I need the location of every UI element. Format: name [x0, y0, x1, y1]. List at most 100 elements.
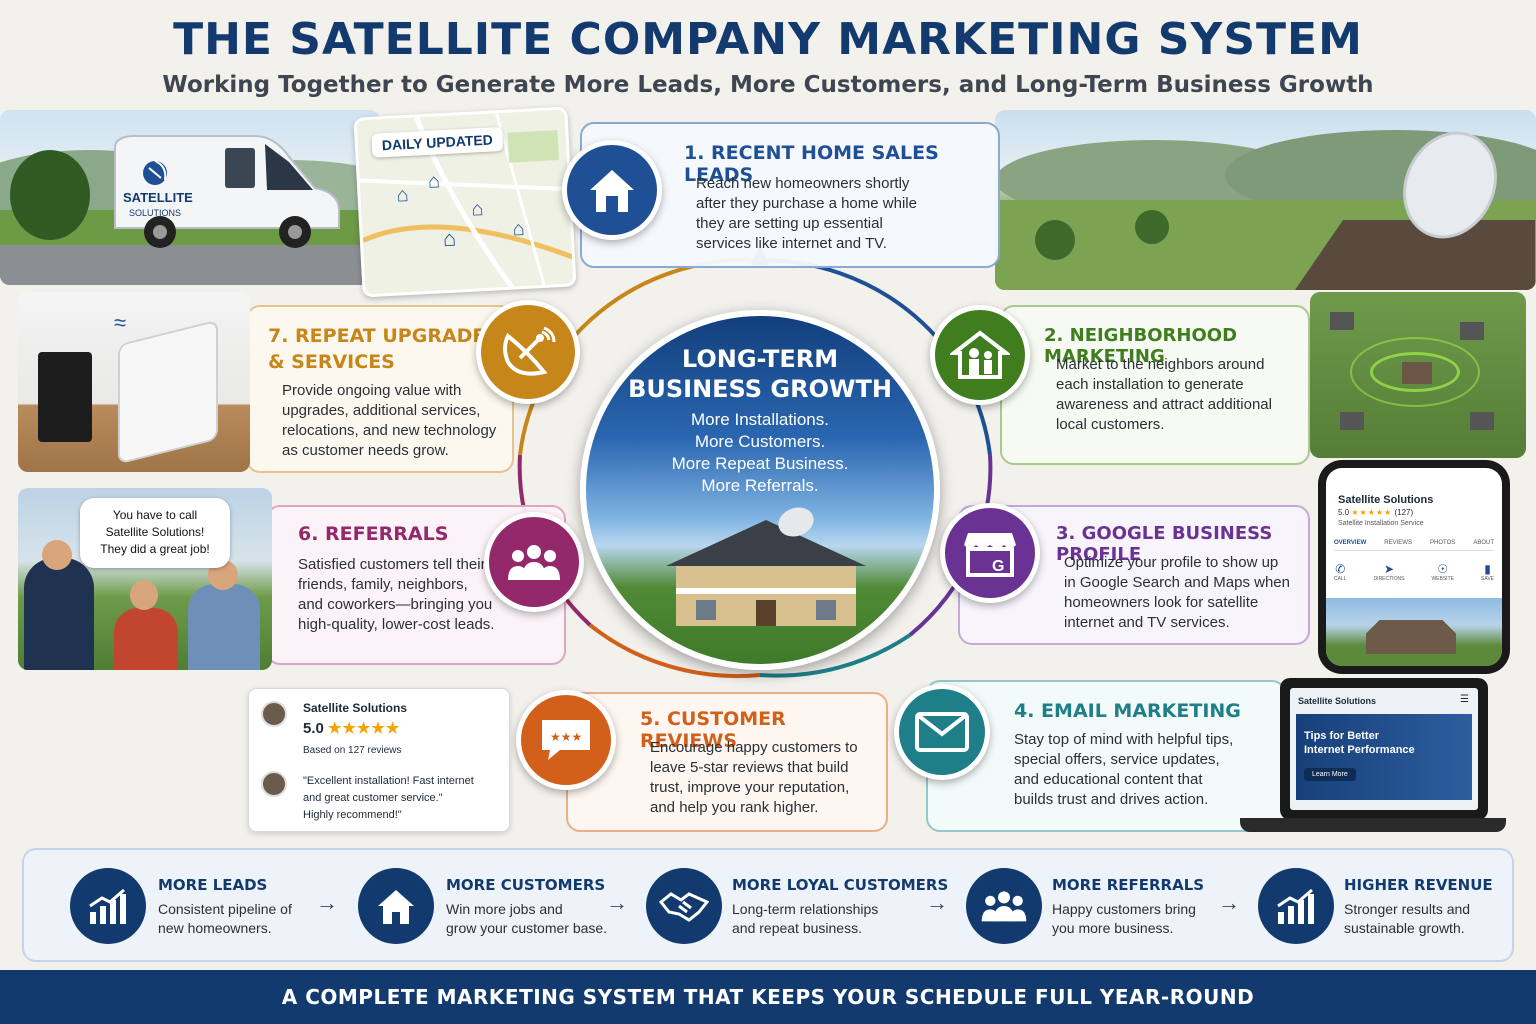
benefit-text-line: Long-term relationships — [732, 901, 879, 917]
review-quote-line: and great customer service." — [303, 792, 443, 804]
benefit-text: Happy customers bring you more business. — [1052, 900, 1196, 938]
laptop-screen: Satellite Solutions ☰ Tips for Better In… — [1290, 688, 1478, 810]
benefits-band: MORE LEADS Consistent pipeline of new ho… — [22, 848, 1514, 962]
email-hero-banner: Tips for Better Internet Performance Lea… — [1296, 714, 1472, 800]
referral-speech-bubble: You have to call Satellite Solutions! Th… — [80, 498, 230, 568]
step-body-line: Stay top of mind with helpful tips, — [1014, 731, 1234, 748]
center-title: LONG-TERM BUSINESS GROWTH — [586, 344, 934, 404]
save-button[interactable]: ▮SAVE — [1481, 562, 1494, 582]
step-circle-4 — [894, 684, 990, 780]
center-line: More Customers. — [694, 432, 826, 451]
website-button[interactable]: ☉WEBSITE — [1431, 562, 1454, 582]
page-subtitle: Working Together to Generate More Leads,… — [162, 72, 1374, 98]
arrow-right-icon: → — [1218, 890, 1240, 915]
referrals-photo: You have to call Satellite Solutions! Th… — [18, 488, 272, 670]
step-card-repeat-upgrades: 7. REPEAT UPGRADES & SERVICES Provide on… — [246, 305, 514, 473]
step-circle-7 — [476, 300, 580, 404]
benefit-text-line: new homeowners. — [158, 920, 272, 936]
tab-photos[interactable]: PHOTOS — [1430, 540, 1456, 546]
step-title: 3. GOOGLE BUSINESS PROFILE — [1056, 523, 1273, 565]
laptop-business-name: Satellite Solutions — [1298, 696, 1377, 706]
step-body-line: and educational content that — [1014, 771, 1203, 788]
equipment-photo: ≈ — [18, 292, 250, 472]
scene-right-landscape — [995, 110, 1536, 290]
speech-line: They did a great job! — [100, 542, 210, 556]
step-card-neighborhood-marketing: 2. NEIGHBORHOOD MARKETING Market to the … — [1000, 305, 1310, 465]
menu-icon[interactable]: ☰ — [1460, 694, 1469, 705]
benefit-title: MORE LEADS — [158, 876, 268, 894]
house-icon — [378, 890, 414, 924]
center-line: More Installations. — [691, 410, 829, 429]
tab-overview[interactable]: OVERVIEW — [1334, 540, 1367, 546]
learn-more-button[interactable]: Learn More — [1304, 768, 1356, 781]
review-quote: "Excellent installation! Fast internet a… — [303, 773, 474, 824]
benefit-icon-higher-revenue — [1258, 868, 1334, 944]
benefit-title: MORE LOYAL CUSTOMERS — [732, 876, 949, 894]
review-rating-row: 5.0 ★★★★★ — [303, 719, 400, 737]
step-title: 7. REPEAT UPGRADES & SERVICES — [268, 323, 499, 375]
step-title: 5. CUSTOMER REVIEWS — [640, 708, 786, 752]
step-card-recent-home-sales: 1. RECENT HOME SALES LEADS Reach new hom… — [580, 122, 1000, 268]
step-card-customer-reviews: 5. CUSTOMER REVIEWS Encourage happy cust… — [566, 692, 888, 832]
page-title: THE SATELLITE COMPANY MARKETING SYSTEM — [173, 14, 1363, 65]
save-label: SAVE — [1481, 576, 1494, 582]
benefit-text-line: sustainable growth. — [1344, 920, 1465, 936]
directions-button[interactable]: ➤DIRECTIONS — [1374, 562, 1405, 582]
center-line: More Referrals. — [701, 476, 819, 495]
growth-chart-icon — [1277, 888, 1314, 924]
benefit-text: Win more jobs and grow your customer bas… — [446, 900, 607, 938]
benefit-icon-more-referrals — [966, 868, 1042, 944]
step-body-line: as customer needs grow. — [282, 442, 449, 459]
center-title-line: BUSINESS GROWTH — [628, 375, 892, 403]
step-body-line: upgrades, additional services, — [282, 402, 481, 419]
avatar — [261, 701, 287, 727]
house-icon — [590, 170, 634, 212]
directions-icon: ➤ — [1383, 562, 1395, 576]
svg-text:G: G — [992, 558, 1004, 575]
benefit-title: HIGHER REVENUE — [1344, 876, 1493, 894]
step-body-line: Encourage happy customers to — [650, 739, 858, 756]
benefit-text-line: Happy customers bring — [1052, 901, 1196, 917]
benefit-text-line: Win more jobs and — [446, 901, 563, 917]
step-circle-2 — [930, 305, 1030, 405]
phone-house-photo — [1326, 598, 1502, 666]
website-label: WEBSITE — [1431, 576, 1454, 582]
step-body-line: Reach new homeowners shortly — [696, 175, 910, 192]
step-body-line: they are setting up essential — [696, 215, 883, 232]
tab-reviews[interactable]: REVIEWS — [1384, 540, 1412, 546]
handshake-icon — [659, 892, 709, 922]
review-bubble-icon: ★★★ — [542, 720, 590, 760]
benefit-text-line: and repeat business. — [732, 920, 862, 936]
benefit-title: MORE REFERRALS — [1052, 876, 1205, 894]
step-body-line: Satisfied customers tell their — [298, 556, 486, 573]
step-body-line: and help you rank higher. — [650, 799, 819, 816]
arrow-right-icon: → — [316, 890, 338, 915]
phone-business-name: Satellite Solutions — [1338, 494, 1434, 506]
center-title-line: LONG-TERM — [681, 345, 839, 373]
phone-action-row: ✆CALL ➤DIRECTIONS ☉WEBSITE ▮SAVE — [1334, 562, 1494, 582]
google-review-card: Satellite Solutions 5.0 ★★★★★ Based on 1… — [248, 688, 510, 832]
step-body-line: local customers. — [1056, 416, 1165, 433]
step-body-line: trust, improve your reputation, — [650, 779, 850, 796]
van-brand-line1: SATELLITE — [123, 190, 193, 205]
step-title: 2. NEIGHBORHOOD MARKETING — [1044, 325, 1238, 367]
people-icon — [508, 545, 560, 580]
call-button[interactable]: ✆CALL — [1334, 562, 1347, 582]
center-line: More Repeat Business. — [671, 454, 849, 473]
house-with-dish-illustration — [666, 507, 866, 626]
step-body-line: homeowners look for satellite — [1064, 594, 1259, 611]
benefit-text: Long-term relationships and repeat busin… — [732, 900, 878, 938]
step-title: 1. RECENT HOME SALES LEADS — [684, 142, 939, 186]
call-label: CALL — [1334, 576, 1347, 582]
center-growth-circle: LONG-TERM BUSINESS GROWTH More Installat… — [580, 310, 940, 670]
step-circle-6 — [484, 512, 584, 612]
phone-icon: ✆ — [1335, 562, 1346, 576]
svg-text:★★★: ★★★ — [550, 730, 582, 744]
globe-icon: ☉ — [1437, 562, 1449, 576]
step-body-line: special offers, service updates, — [1014, 751, 1220, 768]
satellite-dish-icon — [503, 326, 556, 376]
tab-about[interactable]: ABOUT — [1473, 540, 1494, 546]
step-title: 4. EMAIL MARKETING — [1014, 700, 1241, 722]
leads-map-card: DAILY UPDATED ⌂ ⌂ ⌂ ⌂ ⌂ — [353, 106, 577, 298]
phone-screen: Satellite Solutions 5.0 ★★★★★ (127) Sate… — [1326, 468, 1502, 666]
